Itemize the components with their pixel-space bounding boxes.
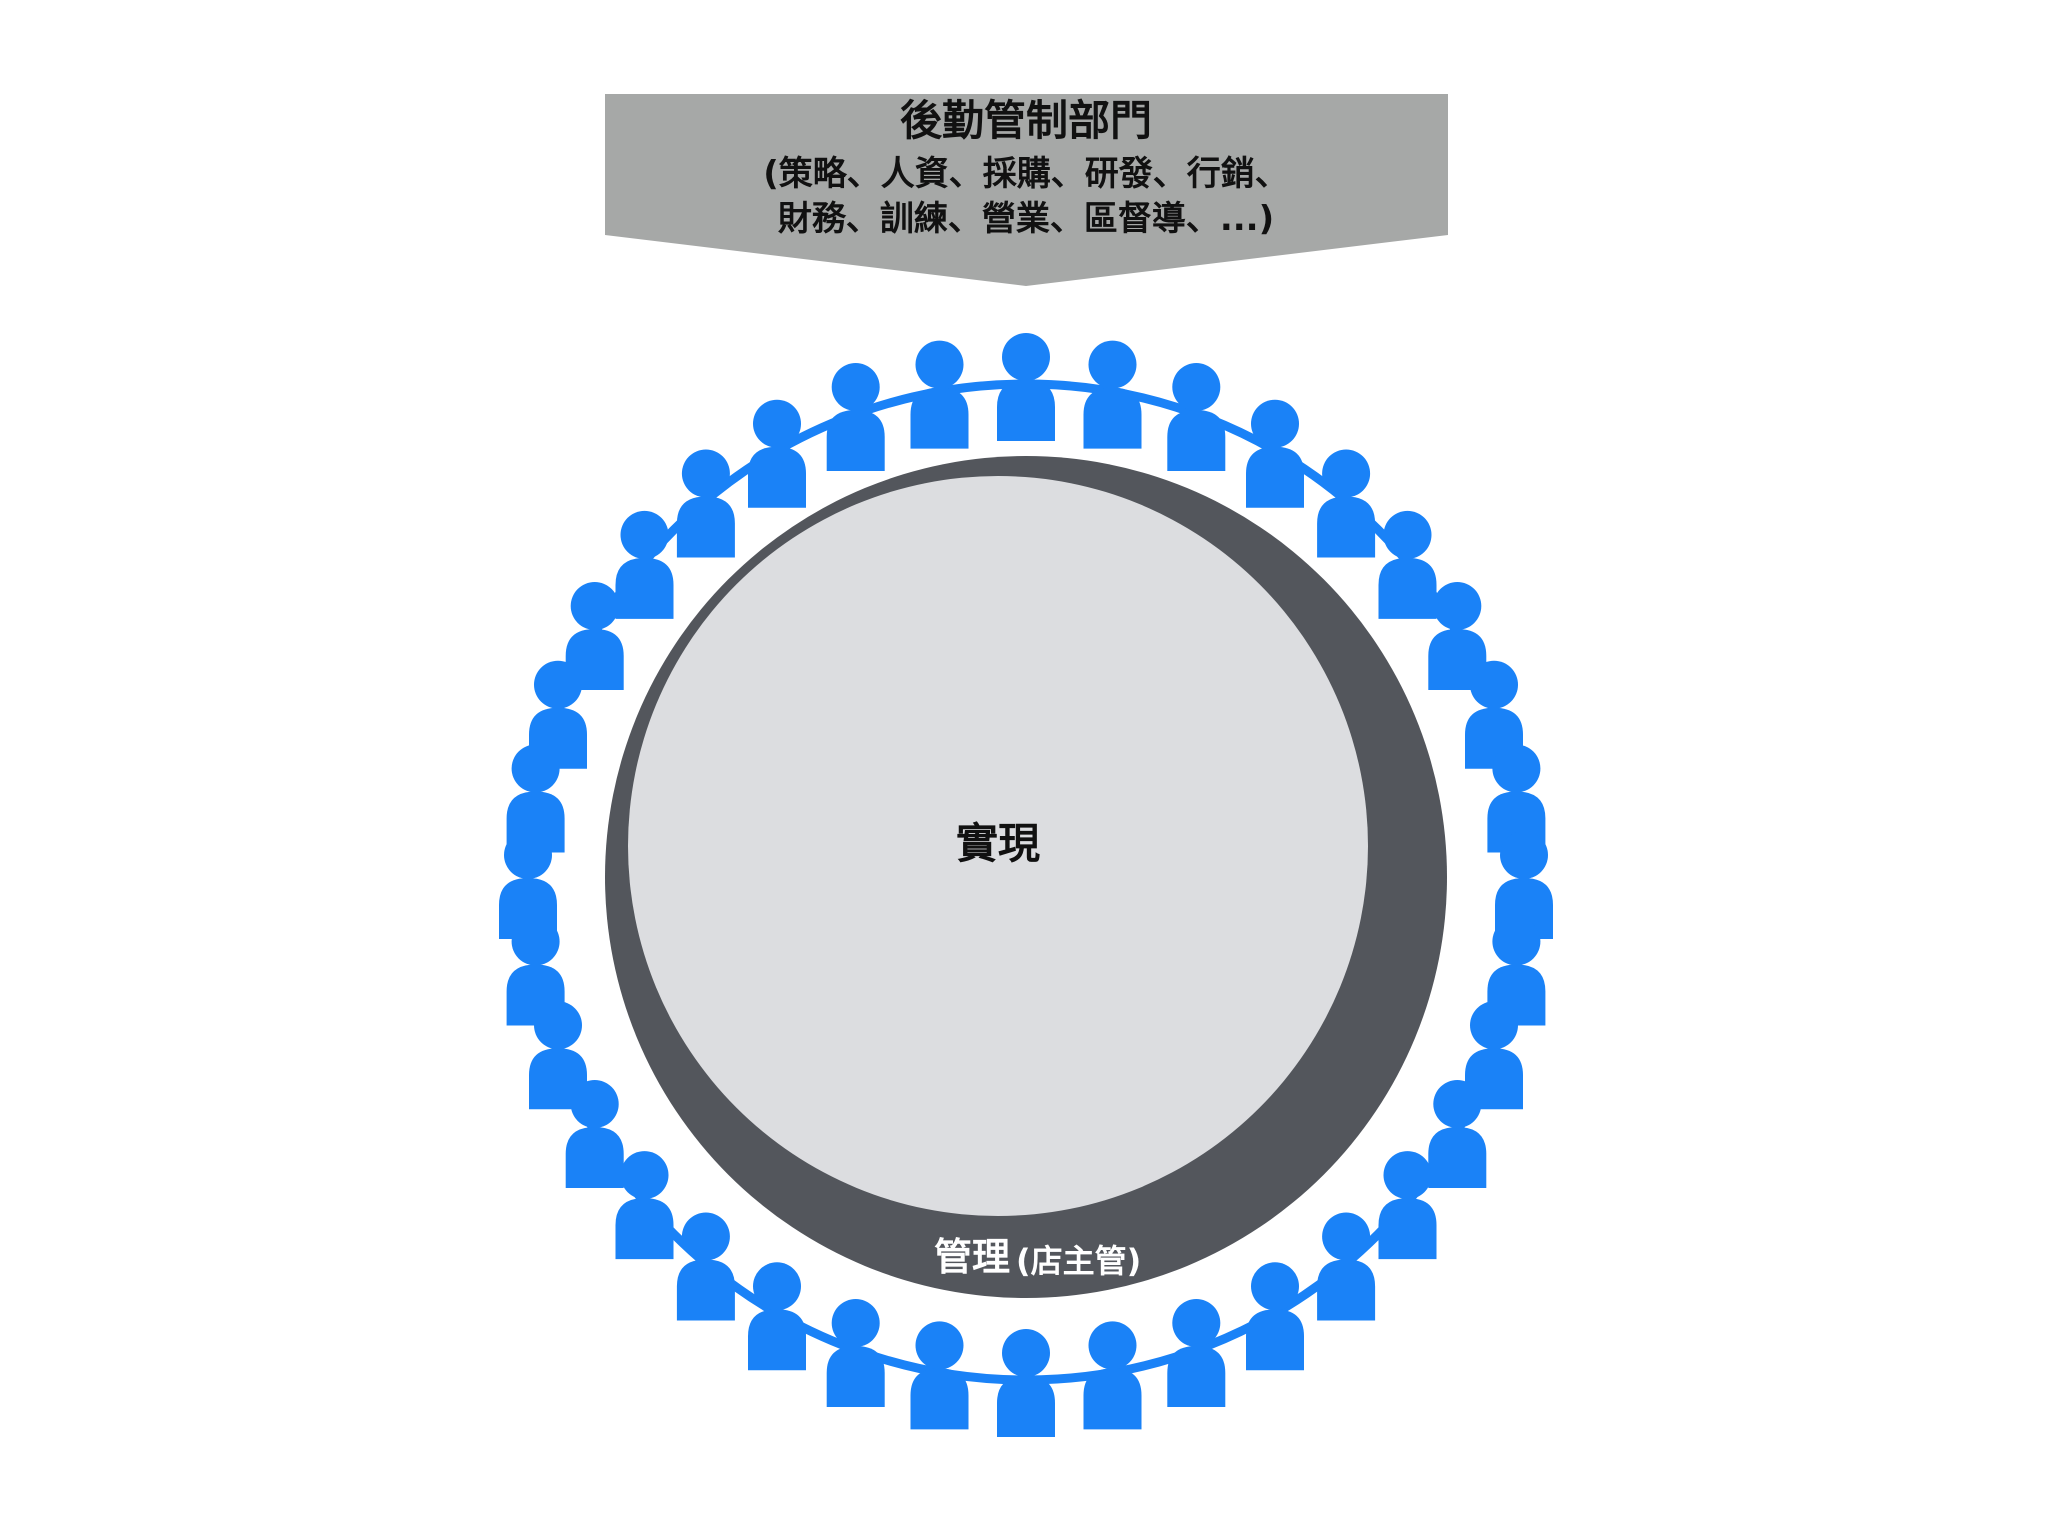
banner-departments-line-1: (策略、人資、採購、研發、行銷、: [763, 154, 1289, 194]
support-department-banner: [605, 94, 1448, 286]
banner-title: 後勤管制部門: [900, 96, 1152, 145]
management-label: 管理: [934, 1235, 1010, 1279]
person-icon: [910, 340, 969, 449]
person-icon: [529, 660, 587, 769]
person-icon: [676, 1212, 735, 1321]
person-icon: [1083, 1321, 1142, 1430]
center-label: 實現: [956, 819, 1040, 868]
person-icon: [615, 510, 674, 619]
person-icon: [1378, 1151, 1437, 1260]
realization-circle: [628, 476, 1368, 1216]
person-icon: [1246, 1262, 1304, 1371]
person-icon: [1167, 363, 1226, 471]
person-icon: [1378, 510, 1437, 619]
person-icon: [565, 1080, 624, 1188]
person-icon: [1428, 582, 1487, 690]
person-icon: [748, 1262, 806, 1371]
person-icon: [826, 1299, 885, 1407]
person-icon: [1167, 1299, 1226, 1407]
banner-departments-line-2: 財務、訓練、營業、區督導、...): [778, 199, 1274, 239]
person-icon: [1083, 340, 1142, 449]
person-icon: [748, 399, 806, 508]
person-icon: [1465, 1001, 1523, 1110]
management-sublabel: (店主管): [1016, 1242, 1141, 1280]
person-icon: [676, 449, 735, 558]
person-icon: [565, 582, 624, 690]
people-group: [499, 333, 1553, 1437]
person-icon: [997, 333, 1055, 441]
person-icon: [1246, 399, 1304, 508]
person-icon: [615, 1151, 674, 1260]
person-icon: [1428, 1080, 1487, 1188]
person-icon: [826, 363, 885, 471]
person-icon: [997, 1329, 1055, 1437]
person-icon: [1317, 1212, 1376, 1321]
person-icon: [1317, 449, 1376, 558]
person-icon: [910, 1321, 969, 1430]
